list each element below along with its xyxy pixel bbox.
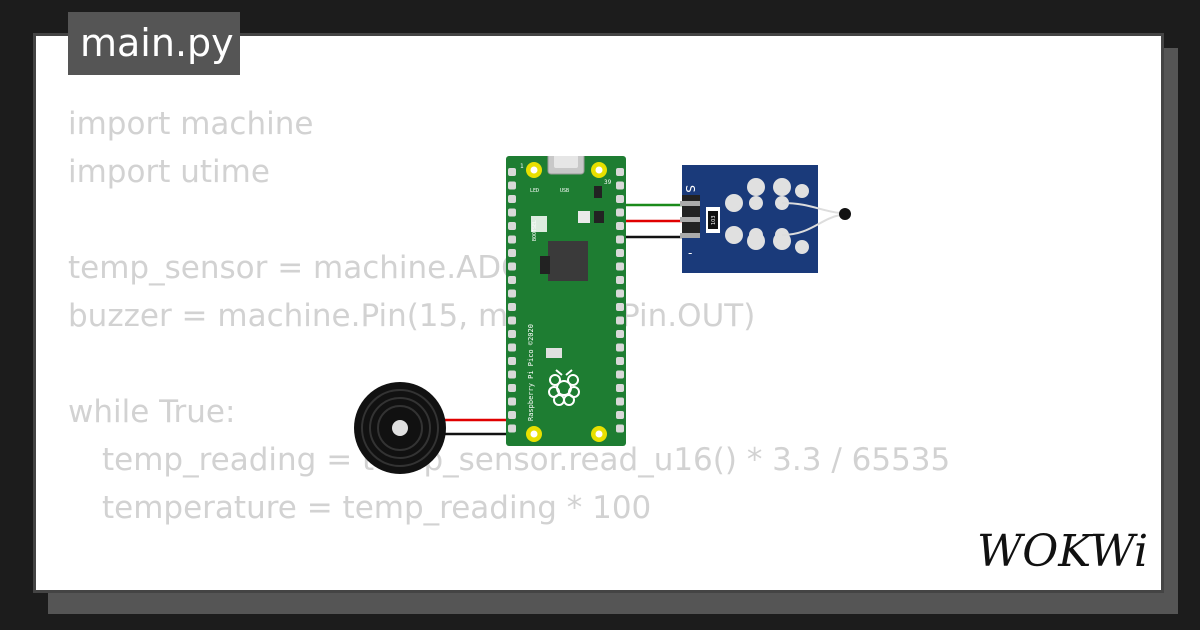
board-pin[interactable] (616, 303, 624, 311)
board-pin[interactable] (616, 384, 624, 392)
board-pin[interactable] (616, 411, 624, 419)
board-pin[interactable] (508, 168, 516, 176)
code-line: import machine (68, 106, 314, 142)
code-line: temp_reading = temp_sensor.read_u16() * … (102, 442, 951, 478)
wokwi-logo-text: WOKWi (977, 526, 1148, 577)
board-pin[interactable] (508, 208, 516, 217)
board-pin[interactable] (616, 316, 624, 325)
board-pin[interactable] (616, 357, 624, 365)
code-line: temp_sensor = machine.ADC( (68, 250, 535, 286)
board-pin[interactable] (508, 357, 516, 365)
temperature-sensor[interactable]: S - 103 (680, 163, 856, 275)
board-pin[interactable] (508, 330, 516, 338)
board-pin[interactable] (508, 370, 516, 379)
board-pin[interactable] (616, 276, 624, 284)
pin-label-39: 39 (604, 179, 612, 186)
board-pin[interactable] (616, 343, 624, 352)
board-pin[interactable] (616, 208, 624, 217)
board-pin[interactable] (508, 181, 516, 190)
board-name: Raspberry Pi Pico ©2020 (527, 324, 535, 421)
bootsel-label: BOOTSEL (532, 220, 538, 241)
board-pin[interactable] (508, 222, 516, 230)
board-pin[interactable] (616, 330, 624, 338)
board-pin[interactable] (616, 424, 624, 433)
board-pin[interactable] (508, 289, 516, 298)
board-pin[interactable] (508, 384, 516, 392)
resistor-label: 103 (711, 215, 717, 225)
file-tab[interactable]: main.py (68, 12, 240, 75)
wokwi-logo: WOKWi (977, 526, 1148, 577)
board-pin[interactable] (616, 181, 624, 190)
board-pin[interactable] (508, 262, 516, 271)
sensor-minus-label: - (688, 246, 692, 260)
code-line: while True: (68, 394, 236, 430)
board-pin[interactable] (616, 370, 624, 379)
board-pin[interactable] (616, 195, 624, 203)
sensor-signal-label: S (683, 185, 697, 193)
board-pin[interactable] (508, 276, 516, 284)
board-pin[interactable] (616, 168, 624, 176)
board-pin[interactable] (508, 195, 516, 203)
board-pin[interactable] (616, 262, 624, 271)
board-pin[interactable] (508, 249, 516, 257)
code-line: temperature = temp_reading * 100 (102, 490, 652, 526)
led-label: LED (530, 188, 539, 194)
board-pin[interactable] (508, 343, 516, 352)
usb-label: USB (560, 188, 569, 194)
board-pin[interactable] (508, 411, 516, 419)
board-pin[interactable] (508, 316, 516, 325)
buzzer[interactable] (350, 378, 450, 478)
pin-label-1: 1 (520, 163, 524, 170)
board-pin[interactable] (616, 222, 624, 230)
board-pin[interactable] (616, 235, 624, 244)
code-line: import utime (68, 154, 270, 190)
board-pin[interactable] (616, 397, 624, 406)
board-pin[interactable] (616, 249, 624, 257)
pico-board[interactable]: 1 39 LED USB BOOTSEL Raspberry Pi Pico ©… (506, 156, 626, 446)
board-pin[interactable] (508, 235, 516, 244)
board-pin[interactable] (508, 424, 516, 433)
board-pin[interactable] (616, 289, 624, 298)
board-pin[interactable] (508, 397, 516, 406)
board-pin[interactable] (508, 303, 516, 311)
